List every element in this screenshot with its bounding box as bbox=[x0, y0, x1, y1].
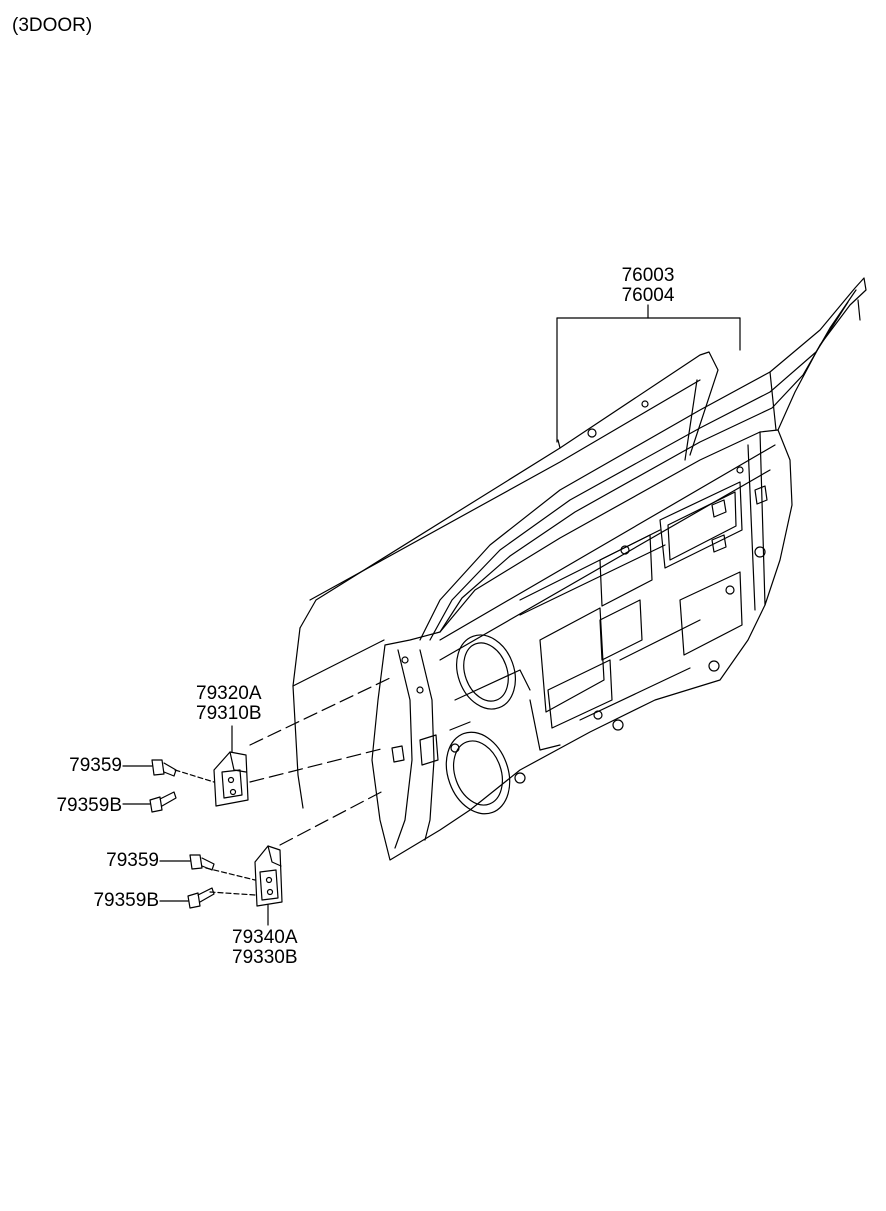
upper-bolts bbox=[149, 759, 177, 813]
lower-hinge-leaders bbox=[159, 789, 386, 926]
variant-label: (3DOOR) bbox=[12, 15, 93, 36]
upper-hinge-bracket bbox=[213, 751, 249, 807]
speaker-openings bbox=[445, 634, 516, 815]
upper-hinge-leaders bbox=[122, 677, 391, 805]
callout-lower-bolt-b: 79359B bbox=[93, 890, 159, 911]
callout-door-panel-1: 76003 bbox=[621, 265, 675, 286]
callout-lower-hinge-1: 79340A bbox=[232, 927, 298, 948]
door-panel-leader bbox=[556, 304, 741, 443]
callout-upper-bolt: 79359 bbox=[69, 755, 122, 776]
inner-panel-cutouts bbox=[391, 466, 768, 784]
callout-lower-bolt: 79359 bbox=[106, 850, 159, 871]
callout-upper-bolt-b: 79359B bbox=[56, 795, 122, 816]
lower-hinge-bracket bbox=[254, 845, 283, 907]
callout-door-panel-2: 76004 bbox=[621, 285, 675, 306]
door-inner-panel bbox=[371, 429, 793, 861]
callout-upper-hinge-2: 79310B bbox=[196, 703, 262, 724]
window-frame bbox=[419, 277, 867, 641]
callout-upper-hinge-1: 79320A bbox=[196, 683, 262, 704]
lower-bolts bbox=[187, 854, 215, 909]
door-outer-panel bbox=[292, 351, 719, 809]
callout-lower-hinge-2: 79330B bbox=[232, 947, 298, 968]
